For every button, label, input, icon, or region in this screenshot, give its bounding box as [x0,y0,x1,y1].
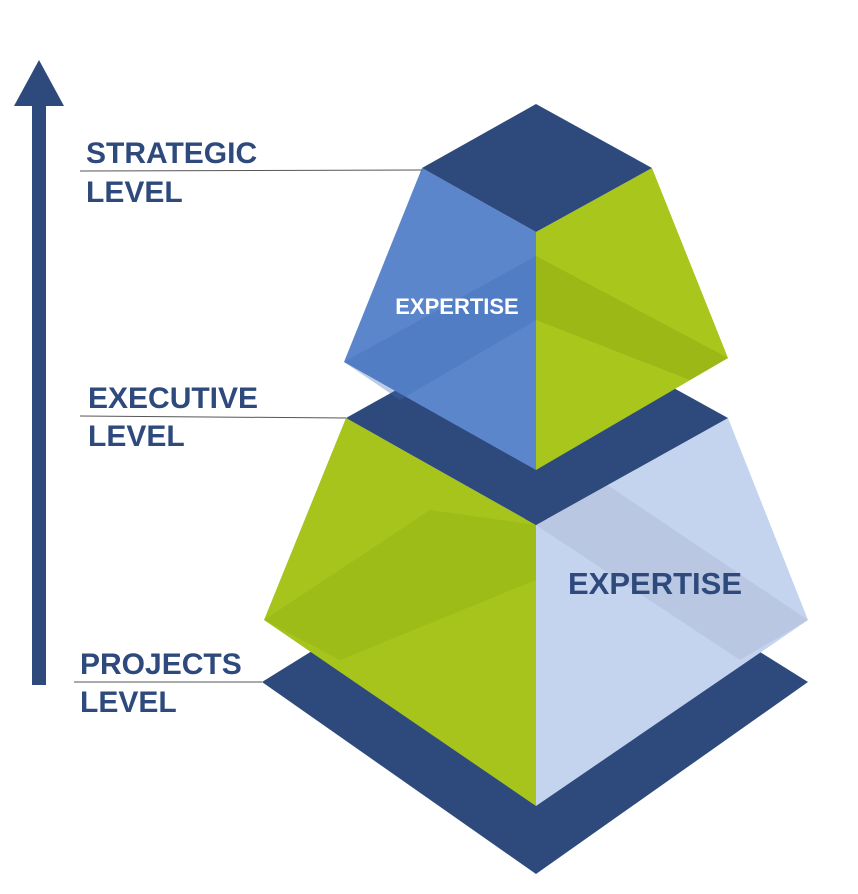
executive-level-label-line2: LEVEL [88,420,185,453]
executive-leader-line [79,415,347,419]
bottom-right-face [536,418,808,806]
projects-level-label-line2: LEVEL [80,686,177,719]
executive-level-label-line1: EXECUTIVE [88,382,258,415]
projects-level-label-line1: PROJECTS [80,648,242,681]
upward-arrow-icon [14,60,64,685]
top-expertise-label: EXPERTISE [395,294,518,319]
bottom-right-shade [536,480,808,660]
strategic-leader-line [79,169,423,172]
bottom-expertise-label: EXPERTISE [568,566,742,601]
top-left-shade [344,256,536,400]
strategic-level-cap [422,104,652,232]
top-right-shade [536,256,728,380]
strategic-level-label-line1: STRATEGIC [86,137,257,170]
bottom-left-face [264,418,536,806]
top-right-face [536,168,728,470]
bottom-left-shade [264,510,536,660]
strategic-level-label-line2: LEVEL [86,176,183,209]
top-left-face [344,168,536,470]
